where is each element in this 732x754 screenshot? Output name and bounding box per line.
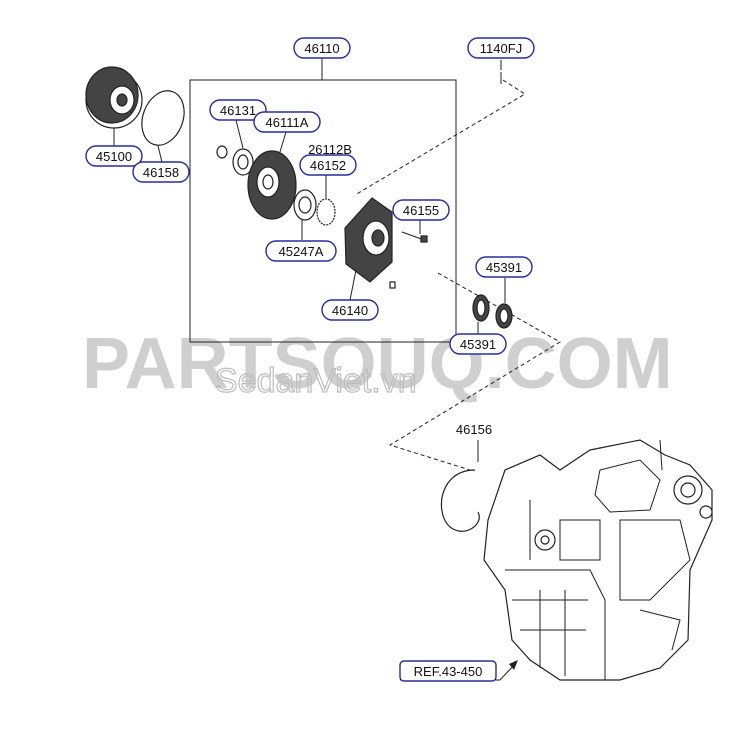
callout-45247a-text: 45247A — [279, 244, 324, 259]
callout-46110[interactable]: 46110 — [293, 37, 351, 59]
callout-45247a[interactable]: 45247A — [265, 240, 337, 262]
callout-46110-text: 46110 — [304, 41, 339, 56]
pump-housing-46111a — [247, 150, 297, 220]
callout-46111a-text: 46111A — [266, 115, 309, 130]
callout-46156-text: 46156 — [456, 422, 492, 437]
callout-46140[interactable]: 46140 — [321, 299, 379, 321]
callout-46155[interactable]: 46155 — [392, 199, 450, 221]
leader-46158 — [157, 145, 163, 163]
gear-46152 — [316, 198, 336, 226]
torque-converter — [85, 66, 143, 129]
leader-46140 — [349, 269, 357, 301]
callout-46158[interactable]: 46158 — [132, 161, 190, 183]
callout-45391-bottom[interactable]: 45391 — [449, 333, 507, 355]
callout-46140-text: 46140 — [332, 303, 368, 318]
callout-46155-text: 46155 — [403, 203, 439, 218]
dash-1140fj — [354, 79, 526, 196]
callout-46131-text: 46131 — [220, 103, 256, 118]
bolt-46155 — [401, 231, 428, 243]
pin — [389, 281, 396, 289]
callout-45391-bottom-text: 45391 — [460, 337, 496, 352]
transmission-housing — [483, 439, 713, 681]
leader-46111a — [279, 131, 287, 153]
watermark-main: PARTSOUQ.COM — [82, 324, 673, 404]
bushing-small — [216, 145, 228, 159]
callout-26112b-text: 26112B — [308, 142, 352, 157]
callout-46111a[interactable]: 46111A — [253, 111, 321, 133]
callout-46156: 46156 — [456, 422, 492, 437]
callout-1140fj-text: 1140FJ — [480, 41, 522, 56]
o-ring-46158 — [141, 90, 185, 146]
callout-45100[interactable]: 45100 — [85, 145, 143, 167]
callout-26112b: 26112B — [308, 142, 352, 157]
watermark-sub: SedanViet.vn — [215, 362, 417, 400]
callout-45391-top-text: 45391 — [486, 260, 522, 275]
callout-ref-text: REF.43-450 — [414, 664, 483, 679]
callout-45391-top[interactable]: 45391 — [475, 256, 533, 278]
pump-assembly-frame — [189, 79, 457, 343]
callout-ref[interactable]: REF.43-450 — [399, 660, 497, 682]
callout-46131[interactable]: 46131 — [209, 99, 267, 121]
snap-ring-46156 — [440, 469, 480, 532]
leader-46131 — [235, 119, 244, 149]
pump-cover-46140 — [344, 197, 393, 283]
callout-46152-text: 46152 — [310, 158, 346, 173]
callout-45100-text: 45100 — [96, 149, 132, 164]
callout-46158-text: 46158 — [143, 165, 179, 180]
callout-1140fj[interactable]: 1140FJ — [467, 37, 535, 59]
callout-46152[interactable]: 46152 — [299, 154, 357, 176]
